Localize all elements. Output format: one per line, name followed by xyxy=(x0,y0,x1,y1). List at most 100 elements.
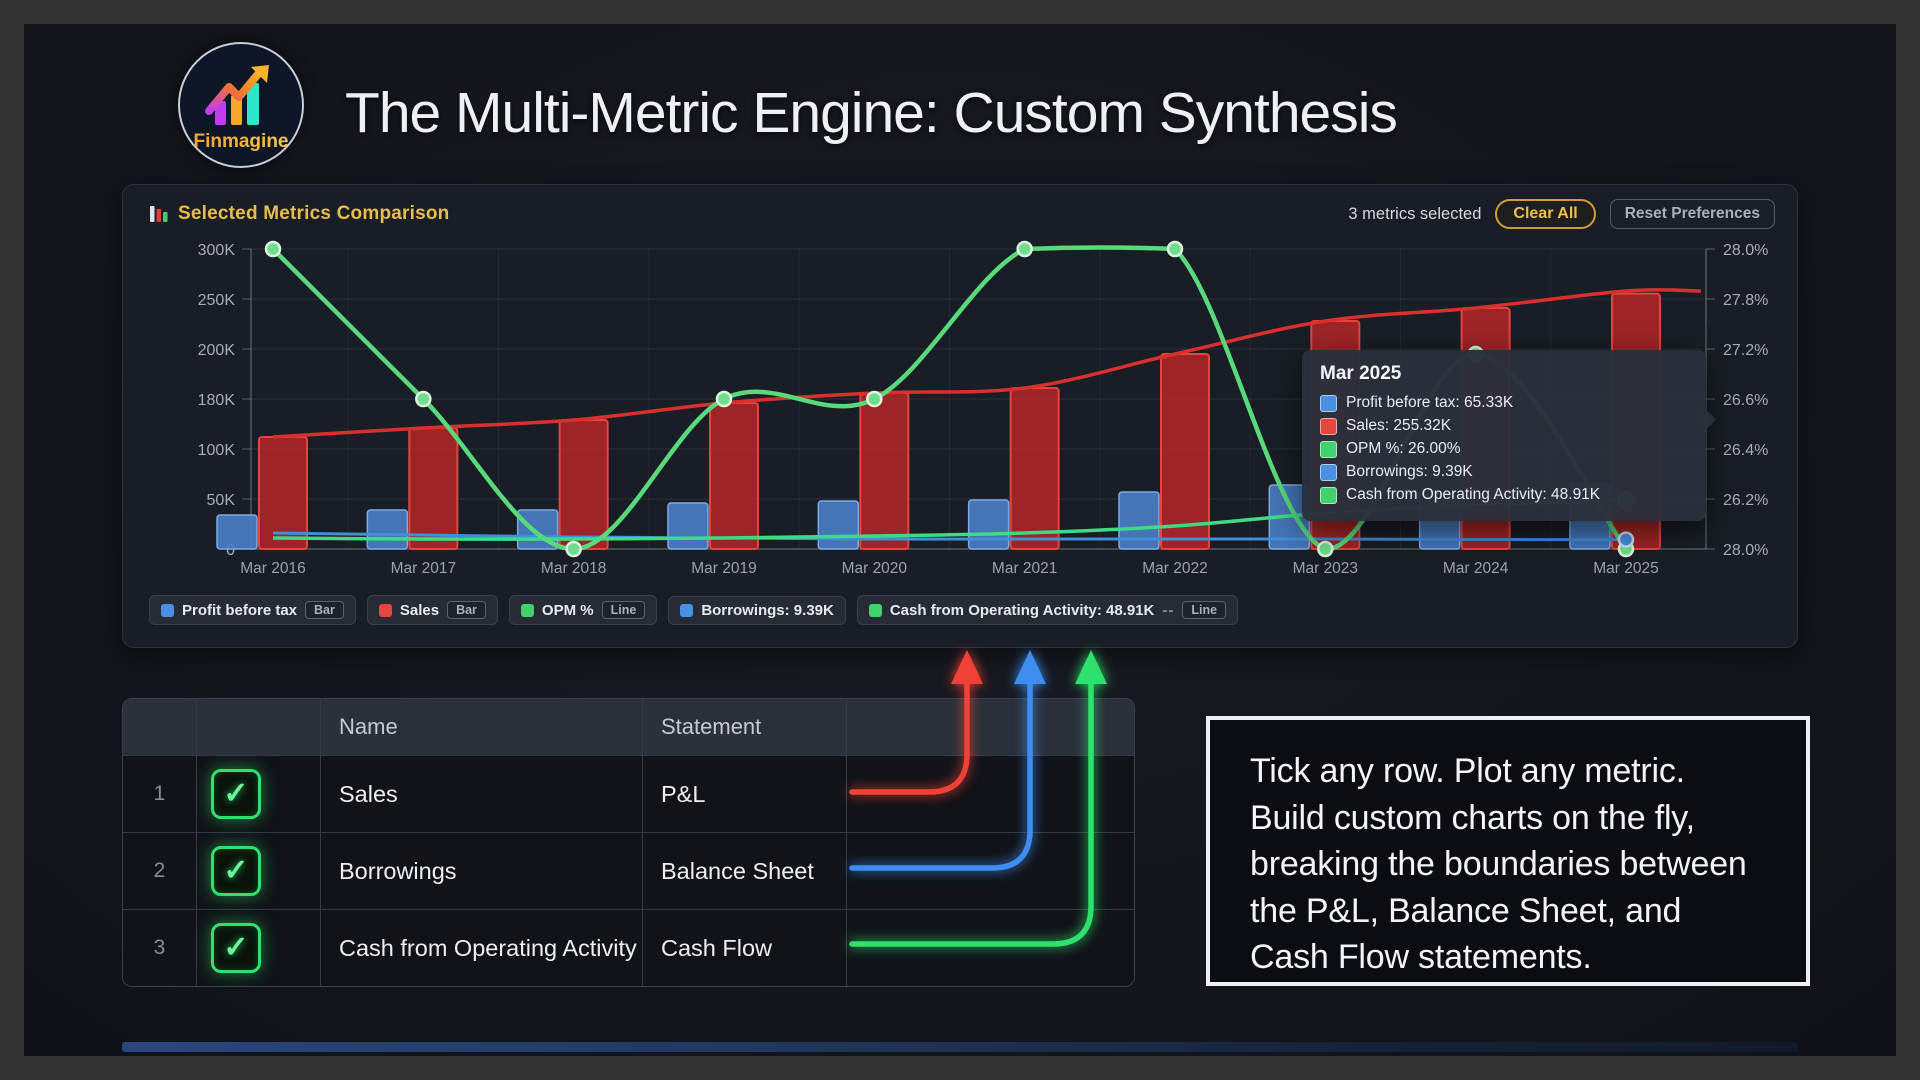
row-checkbox[interactable]: ✓ xyxy=(211,923,261,973)
row-number: 1 xyxy=(123,756,197,832)
checkmark-icon: ✓ xyxy=(223,777,249,810)
statement-type: Cash Flow xyxy=(643,910,847,986)
svg-text:50K: 50K xyxy=(207,492,236,509)
finmagine-logo: Finmagine xyxy=(178,42,304,168)
svg-text:Mar 2019: Mar 2019 xyxy=(691,560,756,577)
borrowings-end-marker xyxy=(1617,531,1635,548)
row-number: 3 xyxy=(123,910,197,986)
statement-type: Balance Sheet xyxy=(643,833,847,909)
svg-text:Mar 2023: Mar 2023 xyxy=(1293,560,1358,577)
svg-text:Mar 2018: Mar 2018 xyxy=(541,560,606,577)
svg-text:27.2%: 27.2% xyxy=(1723,342,1768,359)
opm-markers xyxy=(264,240,1635,558)
svg-text:28.0%: 28.0% xyxy=(1723,242,1768,259)
tooltip-title: Mar 2025 xyxy=(1320,363,1402,384)
statement-type: P&L xyxy=(643,756,847,832)
header-statement: Statement xyxy=(643,699,847,755)
tooltip-value: Borrowings: 9.39K xyxy=(1346,463,1473,480)
legend-dash: -- xyxy=(1162,601,1175,619)
svg-text:26.4%: 26.4% xyxy=(1723,442,1768,459)
page-title: The Multi-Metric Engine: Custom Synthesi… xyxy=(345,81,1398,145)
legend-item-5[interactable]: Cash from Operating Activity: 48.91K--Li… xyxy=(856,595,1239,625)
checkbox-cell: ✓ xyxy=(197,833,321,909)
metric-name: Cash from Operating Activity xyxy=(321,910,643,986)
legend-swatch xyxy=(520,603,534,617)
svg-text:26.6%: 26.6% xyxy=(1723,392,1768,409)
svg-text:250K: 250K xyxy=(198,292,236,309)
header-index-cell xyxy=(123,699,197,755)
svg-text:Mar 2025: Mar 2025 xyxy=(1593,560,1658,577)
row-checkbox[interactable]: ✓ xyxy=(211,846,261,896)
legend-item-1[interactable]: Profit before tax Bar xyxy=(149,595,356,625)
legend-swatch xyxy=(378,603,392,617)
svg-text:100K: 100K xyxy=(198,442,236,459)
checkmark-icon: ✓ xyxy=(223,931,249,964)
legend-label: Borrowings: 9.39K xyxy=(701,601,834,619)
connector-cell xyxy=(847,910,1134,986)
tooltip-value: Cash from Operating Activity: 48.91K xyxy=(1346,486,1601,503)
finmagine-logo-icon: Finmagine xyxy=(193,65,289,152)
svg-text:Mar 2024: Mar 2024 xyxy=(1443,560,1509,577)
row-checkbox[interactable]: ✓ xyxy=(211,769,261,819)
clear-all-button[interactable]: Clear All xyxy=(1495,199,1596,229)
tooltip-swatch xyxy=(1320,440,1337,458)
connector-cell xyxy=(847,756,1134,832)
svg-text:Finmagine: Finmagine xyxy=(193,131,288,152)
svg-text:27.8%: 27.8% xyxy=(1723,292,1768,309)
bottom-accent-bar xyxy=(122,1042,1798,1052)
chart-legend: Profit before tax Bar Sales Bar OPM %Line Bor… xyxy=(149,595,1239,625)
legend-swatch xyxy=(868,603,882,617)
tooltip-value: Sales: 255.32K xyxy=(1346,417,1452,434)
panel-title: Selected Metrics Comparison xyxy=(178,203,450,224)
svg-text:28.0%: 28.0% xyxy=(1723,542,1768,559)
header-name: Name xyxy=(321,699,643,755)
tooltip-swatch xyxy=(1320,417,1337,435)
legend-swatch xyxy=(680,603,694,617)
svg-text:180K: 180K xyxy=(198,392,236,409)
legend-series-type-tag: Bar xyxy=(447,601,486,619)
tooltip-value: Profit before tax: 65.33K xyxy=(1346,394,1514,411)
metric-name: Sales xyxy=(321,756,643,832)
svg-text:300K: 300K xyxy=(198,242,236,259)
tooltip-row: Sales: 255.32K xyxy=(1320,417,1688,435)
mini-bar-chart-icon xyxy=(150,206,168,222)
legend-series-type-tag: Line xyxy=(601,601,646,619)
connector-cell xyxy=(847,833,1134,909)
header-connector-cell xyxy=(847,699,1134,755)
checkmark-icon: ✓ xyxy=(223,854,249,887)
svg-text:0: 0 xyxy=(226,542,235,559)
svg-text:Mar 2016: Mar 2016 xyxy=(240,560,305,577)
legend-label: Profit before tax xyxy=(182,601,298,619)
legend-item-2[interactable]: Sales Bar xyxy=(366,595,498,625)
legend-series-type-tag: Bar xyxy=(305,601,344,619)
tooltip-row: Profit before tax: 65.33K xyxy=(1320,394,1688,412)
tooltip-row: Borrowings: 9.39K xyxy=(1320,463,1688,481)
legend-swatch xyxy=(161,603,174,617)
row-number: 2 xyxy=(123,833,197,909)
sales-trend-line xyxy=(272,287,1702,439)
svg-text:26.2%: 26.2% xyxy=(1723,492,1768,509)
chart-tooltip: Mar 2025 Profit before tax: 65.33K Sales:… xyxy=(1302,350,1717,521)
checkbox-cell: ✓ xyxy=(197,756,321,832)
legend-item-4[interactable]: Borrowings: 9.39K xyxy=(668,595,846,625)
table-header-row: Name Statement xyxy=(123,699,1134,755)
metric-name: Borrowings xyxy=(321,833,643,909)
reset-preferences-button[interactable]: Reset Preferences xyxy=(1609,199,1775,229)
svg-text:200K: 200K xyxy=(198,342,236,359)
tooltip-value: OPM %: 26.00% xyxy=(1346,440,1461,457)
legend-label: Sales xyxy=(399,601,440,619)
tooltip-row: OPM %: 26.00% xyxy=(1320,440,1688,458)
svg-text:Mar 2021: Mar 2021 xyxy=(992,560,1057,577)
tooltip-swatch xyxy=(1320,463,1337,481)
tooltip-row: Cash from Operating Activity: 48.91K xyxy=(1320,486,1688,504)
legend-item-3[interactable]: OPM %Line xyxy=(508,595,658,625)
axis-labels: 300K 250K 200K 180K 100K 50K 0 28.0% 27.8% 27.2% 2… xyxy=(198,242,1769,577)
callout-box: Tick any row. Plot any metric. Build cus… xyxy=(1206,716,1810,986)
header-checkbox-cell xyxy=(197,699,321,755)
borrowings-line xyxy=(272,531,1626,542)
